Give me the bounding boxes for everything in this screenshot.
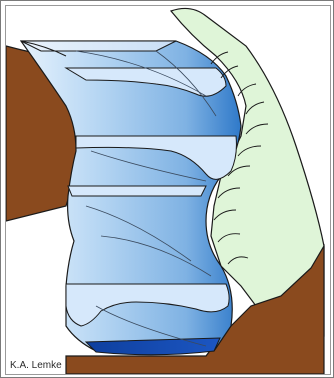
cross-section-3 <box>68 186 206 196</box>
author-credit: K.A. Lemke <box>8 360 64 372</box>
channel-diagram <box>6 6 330 374</box>
shelf-level-1 <box>21 41 176 51</box>
figure-panel: K.A. Lemke <box>5 5 331 375</box>
